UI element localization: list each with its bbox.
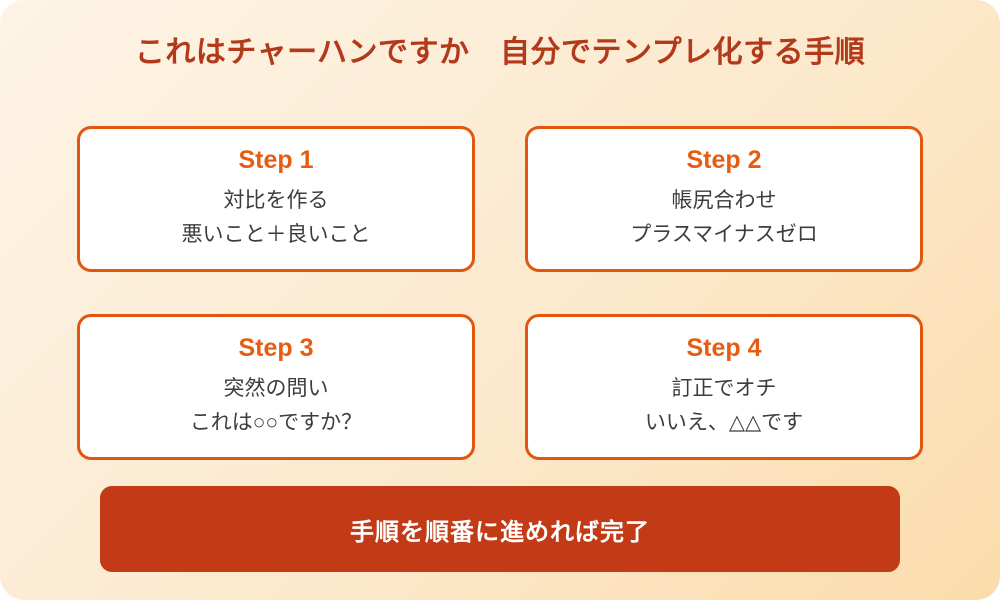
step-1-line-1: 対比を作る [223, 189, 329, 212]
step-2-body: 帳尻合わせ プラスマイナスゼロ [528, 184, 920, 252]
step-3-body: 突然の問い これは○○ですか？ [80, 372, 472, 440]
steps-grid: Step 1 対比を作る 悪いこと＋良いこと Step 2 帳尻合わせ プラスマ… [77, 126, 923, 460]
step-4-label: Step 4 [686, 334, 762, 362]
step-1-label: Step 1 [238, 146, 314, 174]
step-2-label: Step 2 [686, 146, 762, 174]
completion-banner: 手順を順番に進めれば完了 [100, 486, 900, 572]
step-4-body: 訂正でオチ いいえ、△△です [528, 372, 920, 440]
step-2-line-1: 帳尻合わせ [671, 189, 777, 212]
step-card-1: Step 1 対比を作る 悪いこと＋良いこと [77, 126, 475, 272]
page-title: これはチャーハンですか 自分でテンプレ化する手順 [134, 36, 866, 69]
step-card-3: Step 3 突然の問い これは○○ですか？ [77, 314, 475, 460]
step-4-line-2: いいえ、△△です [644, 411, 804, 434]
step-4-line-1: 訂正でオチ [671, 377, 777, 400]
step-card-4: Step 4 訂正でオチ いいえ、△△です [525, 314, 923, 460]
step-3-line-2: これは○○ですか？ [189, 411, 363, 434]
step-3-line-1: 突然の問い [223, 377, 329, 400]
step-3-label: Step 3 [238, 334, 314, 362]
step-1-body: 対比を作る 悪いこと＋良いこと [80, 184, 472, 252]
step-card-2: Step 2 帳尻合わせ プラスマイナスゼロ [525, 126, 923, 272]
step-1-line-2: 悪いこと＋良いこと [181, 223, 371, 246]
step-2-line-2: プラスマイナスゼロ [630, 223, 818, 246]
